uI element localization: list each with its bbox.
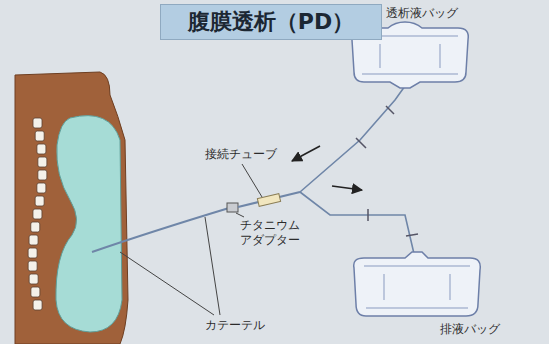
leader-line <box>242 164 262 197</box>
clamp <box>368 209 418 236</box>
catheter <box>92 208 229 252</box>
flow-arrow <box>292 146 320 161</box>
vertebra <box>38 170 47 180</box>
peritoneal-cavity <box>56 116 122 332</box>
vertebra <box>33 118 42 128</box>
flow-arrow <box>332 186 362 190</box>
vertebra <box>33 300 42 310</box>
bag-label: 透析液バッグ <box>386 6 458 21</box>
vertebra <box>37 144 46 154</box>
vertebra <box>37 183 46 193</box>
drain-bag <box>354 252 481 316</box>
vertebra <box>31 222 40 232</box>
clamp <box>356 106 394 148</box>
outflow-line <box>300 192 415 258</box>
leader-line <box>236 213 244 217</box>
part-label: 接続チューブ <box>205 147 277 162</box>
vertebra <box>35 196 44 206</box>
titanium-adapter <box>227 203 238 212</box>
vertebra <box>35 131 44 141</box>
leader-line <box>120 252 214 315</box>
part-label: チタニウム アダプター <box>240 218 304 248</box>
vertebra <box>38 157 47 167</box>
vertebra <box>29 274 38 284</box>
body-section <box>15 72 128 344</box>
part-label: カテーテル <box>205 318 265 333</box>
spine <box>28 118 47 310</box>
vertebra <box>28 248 37 258</box>
vertebra <box>29 235 38 245</box>
bag-label: 排液バッグ <box>440 322 500 337</box>
title: 腹膜透析（PD） <box>160 4 382 40</box>
vertebra <box>28 261 37 271</box>
vertebra <box>33 209 42 219</box>
leader-line <box>205 217 220 315</box>
inflow-line <box>300 86 405 192</box>
vertebra <box>31 287 40 297</box>
connecting-tube <box>238 192 300 207</box>
